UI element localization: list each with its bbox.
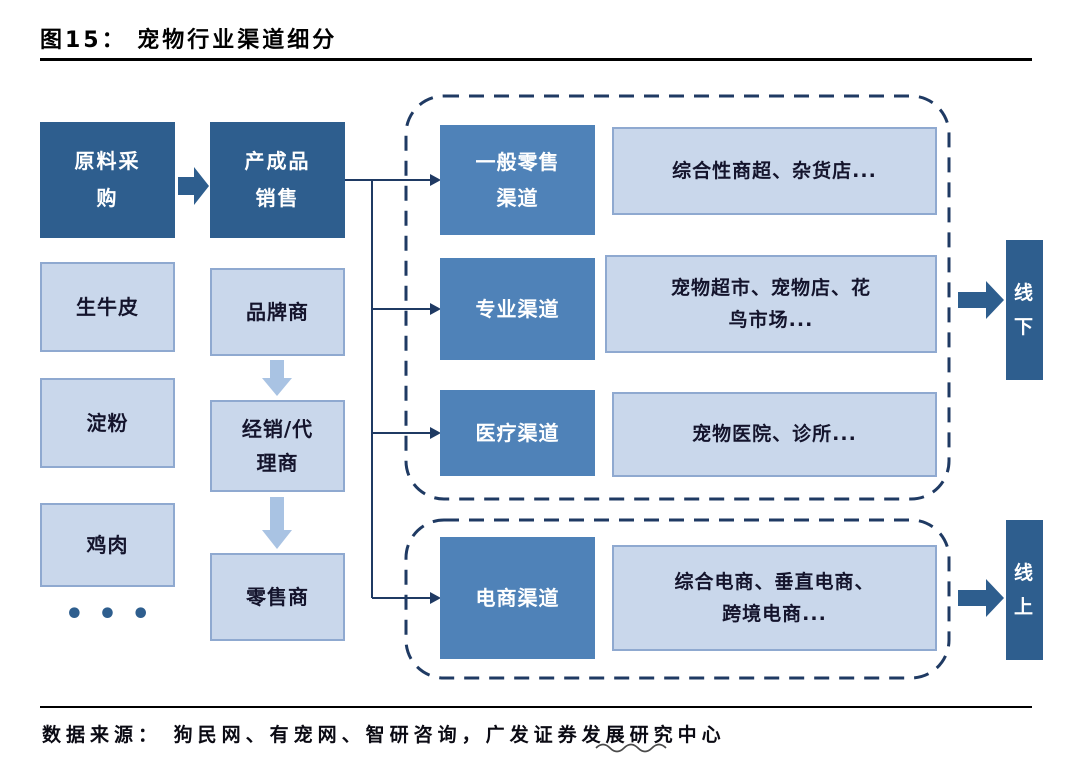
arrow-to-online xyxy=(958,579,1004,617)
data-source-text: 数据来源： 狗民网、有宠网、智研咨询，广发证券发展研究中心 xyxy=(42,724,726,746)
examples-label: 宠物医院、诊所... xyxy=(692,423,857,446)
sales-header-label: 产成品销售 xyxy=(244,149,311,210)
chain-label: 经销/代理商 xyxy=(241,417,314,475)
material-box-chicken: 鸡肉 xyxy=(40,503,175,587)
material-box-starch: 淀粉 xyxy=(40,378,175,468)
flow-arrow-procurement-to-sales xyxy=(178,167,209,205)
examples-label: 宠物超市、宠物店、花鸟市场... xyxy=(670,276,871,331)
procurement-header-label: 原料采购 xyxy=(74,149,141,210)
channel-box-general-retail: 一般零售渠道 xyxy=(440,125,595,235)
online-label-box: 线上 xyxy=(1006,520,1043,660)
channel-label: 专业渠道 xyxy=(475,297,560,321)
more-materials-dots: ••• xyxy=(40,592,175,636)
channel-box-ecommerce: 电商渠道 xyxy=(440,537,595,659)
channel-examples-ecommerce: 综合电商、垂直电商、跨境电商... xyxy=(612,545,937,651)
material-label: 淀粉 xyxy=(86,411,129,435)
chain-box-brand: 品牌商 xyxy=(210,268,345,356)
down-arrow-brand-to-distributor xyxy=(262,360,292,396)
offline-label: 线下 xyxy=(1013,281,1035,338)
channel-label: 医疗渠道 xyxy=(475,421,560,445)
channel-examples-medical: 宠物医院、诊所... xyxy=(612,392,937,477)
chain-label: 品牌商 xyxy=(246,300,309,324)
sales-header-box: 产成品销售 xyxy=(210,122,345,238)
channel-examples-professional: 宠物超市、宠物店、花鸟市场... xyxy=(605,255,937,353)
chain-label: 零售商 xyxy=(246,585,309,609)
dots-label: ••• xyxy=(64,596,165,632)
chain-box-distributor: 经销/代理商 xyxy=(210,400,345,492)
figure-title: 图15： 宠物行业渠道细分 xyxy=(40,28,338,53)
down-arrow-distributor-to-retailer xyxy=(262,497,292,549)
material-label: 鸡肉 xyxy=(86,533,129,557)
material-box-rawhide: 生牛皮 xyxy=(40,262,175,352)
chain-box-retailer: 零售商 xyxy=(210,553,345,641)
material-label: 生牛皮 xyxy=(76,295,139,319)
examples-label: 综合性商超、杂货店... xyxy=(672,159,877,182)
arrow-to-offline xyxy=(958,281,1004,319)
procurement-header-box: 原料采购 xyxy=(40,122,175,238)
online-label: 线上 xyxy=(1013,561,1035,618)
channel-label: 一般零售渠道 xyxy=(475,150,560,210)
channel-examples-general-retail: 综合性商超、杂货店... xyxy=(612,127,937,215)
examples-label: 综合电商、垂直电商、跨境电商... xyxy=(674,570,875,625)
footer-rule xyxy=(40,706,1032,708)
channel-box-professional: 专业渠道 xyxy=(440,258,595,360)
channel-box-medical: 医疗渠道 xyxy=(440,390,595,476)
channel-label: 电商渠道 xyxy=(475,586,560,610)
offline-label-box: 线下 xyxy=(1006,240,1043,380)
title-rule xyxy=(40,58,1032,61)
